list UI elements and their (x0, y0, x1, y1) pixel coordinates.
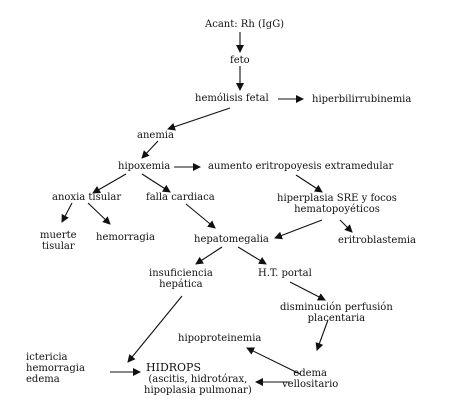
arrow-aumento-hiperplasia (295, 174, 323, 193)
node-hepatomegalia: hepatomegalia (194, 234, 269, 245)
node-falla-cardiaca: falla cardiaca (146, 192, 215, 203)
arrow-insuficiencia-hidrops (127, 295, 183, 363)
node-eritroblastemia: eritroblastemia (338, 235, 416, 246)
node-ictericia-hemorragia-edema: ictericia hemorragia edema (26, 352, 85, 385)
arrow-anoxia-muerte (61, 202, 73, 223)
arrow-hemolisis-anemia (167, 107, 231, 131)
arrow-hepatomegalia-htportal (237, 246, 267, 265)
arrow-anemia-hipoxemia (141, 140, 159, 159)
node-feto: feto (230, 55, 250, 66)
node-acant-rh: Acant: Rh (IgG) (205, 19, 285, 30)
node-hiperplasia-sre: hiperplasia SRE y focos hematopoyéticos (277, 193, 397, 215)
node-hemorragia: hemorragia (96, 232, 155, 243)
node-ht-portal: H.T. portal (258, 268, 312, 279)
arrow-hiperplasia-hepatomegalia (274, 219, 323, 240)
node-hidrops-title: HIDROPS (146, 361, 201, 374)
arrow-edema-hipoproteinemia (246, 347, 301, 375)
node-anemia: anemia (137, 130, 174, 141)
node-edema-vellositario: edema vellositario (282, 368, 339, 390)
node-hipoxemia: hipoxemia (118, 161, 171, 172)
node-disminucion-perfusion: disminución perfusión placentaria (280, 302, 393, 324)
node-hemolisis-fetal: hemólisis fetal (195, 93, 269, 104)
arrow-htportal-disminucion (289, 281, 326, 301)
node-hiperbilirrubinemia: hiperbilirrubinemia (312, 94, 412, 105)
arrow-disminucion-edema (315, 319, 329, 351)
node-hidrops-detail: (ascitis, hidrotórax, hipoplasia pulmona… (144, 374, 252, 396)
node-aumento-eritropoyesis: aumento eritropoyesis extramedular (208, 161, 394, 172)
arrow-hepatomegalia-insuficiencia (195, 246, 223, 265)
arrow-falla-hepatomegalia (185, 203, 216, 229)
node-insuficiencia-hepatica: insuficiencia hepática (149, 268, 213, 290)
arrow-hiperplasia-eritroblastemia (339, 219, 353, 233)
node-muerte-tisular: muerte tisular (40, 230, 77, 252)
node-anoxia-tisular: anoxia tisular (52, 192, 122, 203)
arrow-hipoxemia-falla (141, 173, 171, 193)
arrow-anoxia-hemorragia (87, 202, 111, 225)
arrow-hipoxemia-anoxia (92, 173, 127, 194)
node-hipoproteinemia: hipoproteinemia (178, 333, 262, 344)
